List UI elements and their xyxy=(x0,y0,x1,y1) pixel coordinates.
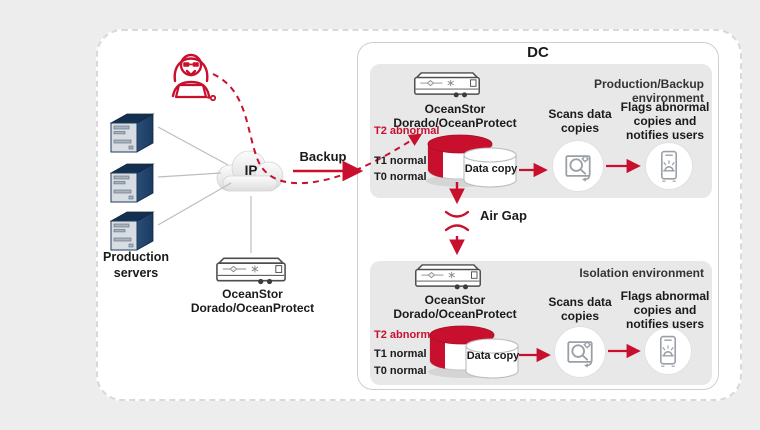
backup-label: Backup xyxy=(299,149,347,164)
data-copy-cylinders xyxy=(420,132,520,190)
scan-badge xyxy=(555,327,605,377)
flag-caption: Flags abnormal copies and notifies users xyxy=(620,100,710,142)
production-server-icon xyxy=(108,207,158,251)
scan-icon xyxy=(562,334,598,370)
environment-title: Production/Backup environment xyxy=(593,77,704,105)
tier-t1-label: T1 normal xyxy=(374,348,427,360)
env-device-label: OceanStor Dorado/OceanProtect xyxy=(393,102,517,130)
phone-alert-icon xyxy=(653,149,685,183)
ip-network-label: IP xyxy=(244,163,258,178)
notify-badge xyxy=(645,328,691,374)
tier-t1-label: T1 normal xyxy=(374,155,427,167)
scan-caption: Scans data copies xyxy=(548,295,612,323)
production-server-icon xyxy=(108,159,158,203)
tier-t2-label: T2 abnormal xyxy=(374,125,440,137)
scan-badge xyxy=(553,141,603,191)
notify-badge xyxy=(646,143,692,189)
scan-caption: Scans data copies xyxy=(548,107,612,135)
oceanstor-device-icon xyxy=(412,70,482,98)
production-server-icon xyxy=(108,109,158,153)
oceanstor-device-icon xyxy=(413,262,483,290)
tier-t0-label: T0 normal xyxy=(374,365,427,377)
dc-title: DC xyxy=(527,44,549,61)
production-servers-label: Production servers xyxy=(103,250,169,280)
oceanstor-device-label: OceanStor Dorado/OceanProtect xyxy=(190,287,315,315)
environment-title: Isolation environment xyxy=(579,266,704,280)
scan-icon xyxy=(560,148,596,184)
data-copy-label: Data copy xyxy=(466,350,520,362)
data-copy-label: Data copy xyxy=(464,163,518,175)
tier-t0-label: T0 normal xyxy=(374,171,427,183)
attacker-icon xyxy=(160,38,222,102)
env-device-label: OceanStor Dorado/OceanProtect xyxy=(393,293,517,321)
tier-t2-label: T2 abnormal xyxy=(374,329,440,341)
oceanstor-device-icon xyxy=(214,255,288,285)
phone-alert-icon xyxy=(652,334,684,368)
air-gap-label: Air Gap xyxy=(480,208,527,223)
flag-caption: Flags abnormal copies and notifies users xyxy=(620,289,710,331)
